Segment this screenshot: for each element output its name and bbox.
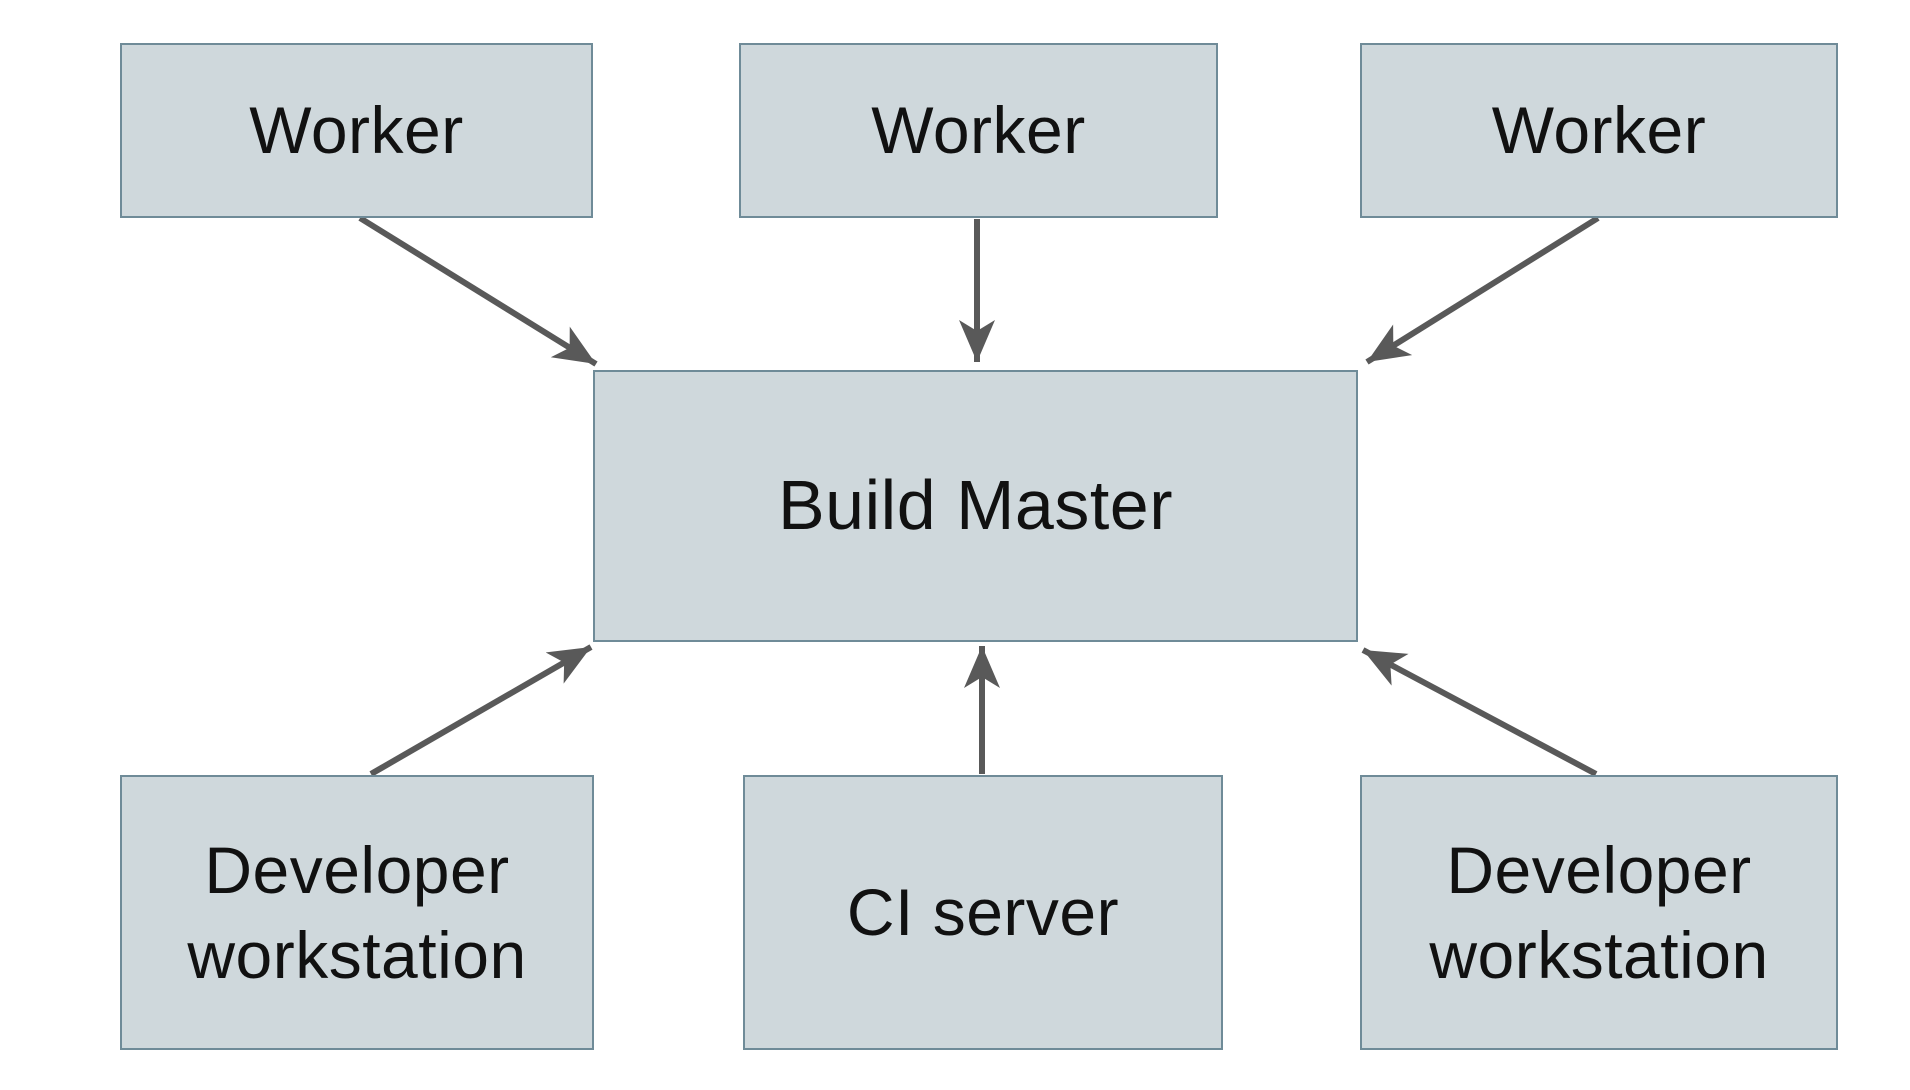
node-build-master-label: Build Master [777, 466, 1174, 545]
edge-worker1-to-buildmaster [358, 215, 598, 367]
edge-devworkstation2-to-buildmaster [1361, 647, 1598, 777]
node-worker-1: Worker [120, 43, 593, 218]
node-ci-server-label: CI server [846, 875, 1120, 950]
node-worker-3: Worker [1360, 43, 1838, 218]
node-developer-workstation-2: Developer workstation [1360, 775, 1838, 1050]
node-build-master: Build Master [593, 370, 1358, 642]
node-worker-3-label: Worker [1491, 93, 1707, 168]
node-worker-2: Worker [739, 43, 1218, 218]
edge-worker3-to-buildmaster [1365, 215, 1600, 365]
node-developer-workstation-1: Developer workstation [120, 775, 594, 1050]
node-worker-2-label: Worker [871, 93, 1086, 168]
node-developer-workstation-2-label: Developer workstation [1429, 833, 1769, 992]
edge-devworkstation1-to-buildmaster [369, 644, 593, 777]
node-ci-server: CI server [743, 775, 1223, 1050]
node-worker-1-label: Worker [249, 93, 464, 168]
node-developer-workstation-1-label: Developer workstation [187, 833, 527, 992]
